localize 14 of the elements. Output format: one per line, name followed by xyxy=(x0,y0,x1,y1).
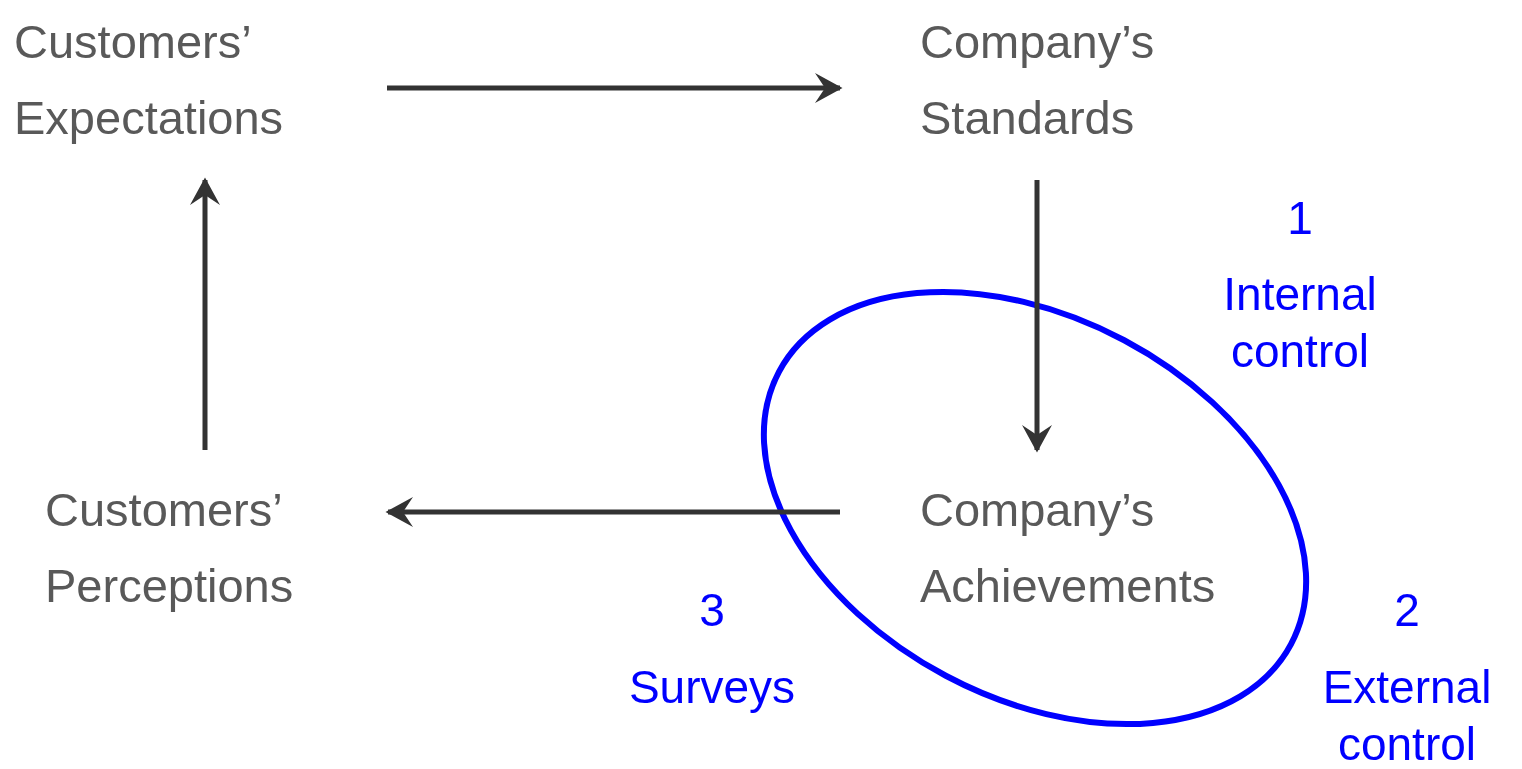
node-label: Company’s Achievements xyxy=(920,482,1217,614)
arrow xyxy=(387,73,843,103)
annotation-text: 3 xyxy=(698,583,726,638)
arrow xyxy=(190,177,220,450)
node-label: Customers’ Expectations xyxy=(14,14,285,146)
arrow xyxy=(1022,180,1052,453)
node-label: Customers’ Perceptions xyxy=(45,482,295,614)
annotation-text: 2 xyxy=(1393,583,1421,638)
annotation-text: 1 xyxy=(1286,191,1314,246)
arrow xyxy=(385,497,840,527)
annotation-text: Internal control xyxy=(1222,267,1378,379)
annotation-text: Surveys xyxy=(627,660,797,715)
node-label: Company’s Standards xyxy=(920,14,1156,146)
annotation-text: External control xyxy=(1321,660,1493,769)
